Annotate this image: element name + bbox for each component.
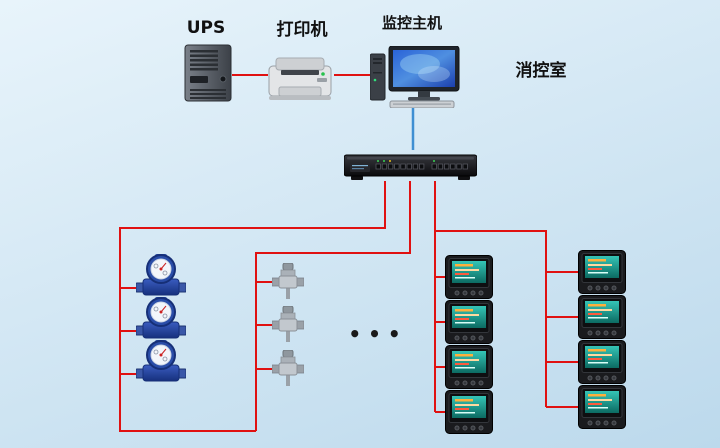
host-computer-device — [369, 45, 462, 109]
ups-device — [184, 44, 232, 102]
switch-device — [343, 150, 478, 182]
printer-label: 打印机 — [276, 20, 328, 40]
power-meter-5 — [578, 250, 626, 294]
host-label: 监控主机 — [381, 14, 442, 32]
power-meter-4 — [445, 390, 493, 434]
water-meter-1 — [135, 254, 187, 300]
valve-3 — [271, 349, 305, 386]
power-meter-2 — [445, 300, 493, 344]
water-meter-2 — [135, 297, 187, 343]
ups-label: UPS — [186, 18, 226, 38]
power-meter-3 — [445, 345, 493, 389]
ellipsis: ••• — [348, 322, 408, 346]
power-meter-8 — [578, 385, 626, 429]
valve-2 — [271, 305, 305, 342]
printer-device — [267, 54, 333, 102]
room-label: 消控室 — [515, 61, 567, 81]
bus-valves — [255, 181, 411, 431]
valve-1 — [271, 262, 305, 299]
power-meter-7 — [578, 340, 626, 384]
water-meter-3 — [135, 340, 187, 386]
power-meter-1 — [445, 255, 493, 299]
bus-left — [119, 181, 386, 432]
bus-meters-2 — [435, 230, 547, 407]
power-meter-6 — [578, 295, 626, 339]
